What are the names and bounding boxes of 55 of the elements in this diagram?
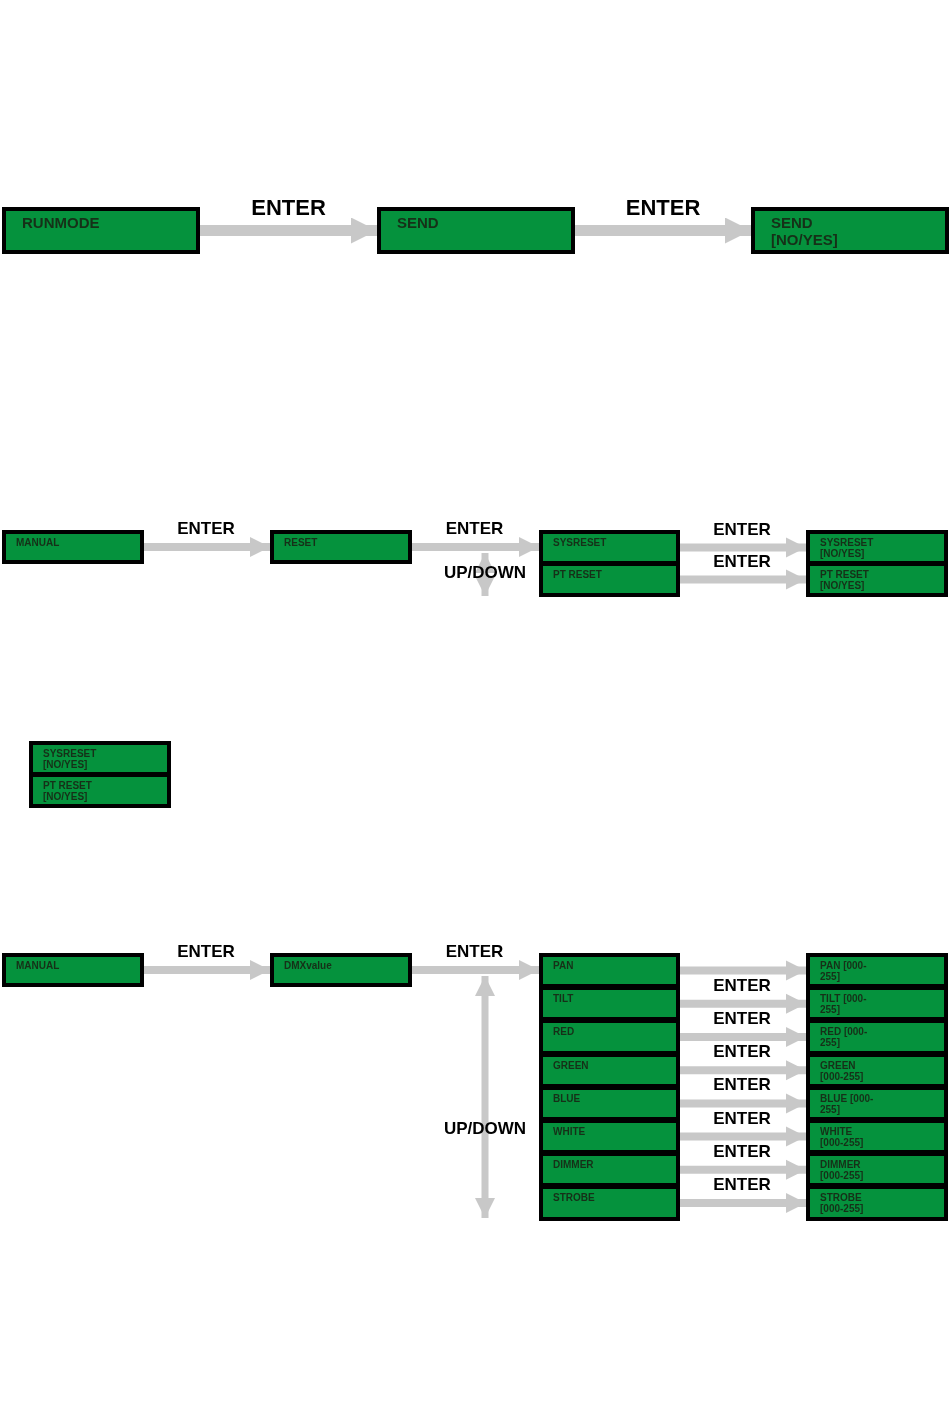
edge-label: ENTER bbox=[177, 519, 235, 539]
edge-label: ENTER bbox=[713, 1141, 771, 1162]
display-box: DMXvalue bbox=[270, 953, 412, 987]
arrow bbox=[144, 960, 270, 980]
arrow bbox=[575, 217, 751, 244]
display-box: WHITE [000-255] bbox=[806, 1119, 948, 1155]
arrow bbox=[412, 960, 539, 980]
display-box: PAN bbox=[539, 953, 680, 989]
edge-label: ENTER bbox=[251, 194, 326, 221]
arrow bbox=[144, 537, 270, 557]
arrow bbox=[680, 993, 806, 1014]
display-box: PT RESET bbox=[539, 562, 680, 597]
edge-label: ENTER bbox=[713, 975, 771, 996]
display-box: DIMMER bbox=[539, 1152, 680, 1188]
display-box: RED bbox=[539, 1019, 680, 1055]
edge-label: ENTER bbox=[445, 519, 504, 539]
display-box: MANUAL bbox=[2, 530, 144, 564]
display-box: SEND [NO/YES] bbox=[751, 207, 949, 254]
arrow bbox=[680, 1159, 806, 1180]
display-box: MANUAL bbox=[2, 953, 144, 987]
arrow bbox=[412, 537, 539, 557]
arrow bbox=[200, 217, 377, 244]
display-box: STROBE bbox=[539, 1185, 680, 1221]
display-box: PT RESET [NO/YES] bbox=[29, 773, 171, 808]
display-box: PT RESET [NO/YES] bbox=[806, 562, 948, 597]
display-box: RUNMODE bbox=[2, 207, 200, 254]
arrow bbox=[680, 569, 806, 590]
edge-label: ENTER bbox=[713, 519, 771, 540]
edge-label: ENTER bbox=[713, 1042, 771, 1063]
edge-label: ENTER bbox=[713, 1075, 771, 1096]
display-box: WHITE bbox=[539, 1119, 680, 1155]
arrow bbox=[680, 1060, 806, 1081]
display-box: SEND bbox=[377, 207, 575, 254]
edge-label: ENTER bbox=[713, 1009, 771, 1029]
edge-label: ENTER bbox=[713, 1108, 771, 1129]
display-box: STROBE [000-255] bbox=[806, 1185, 948, 1221]
arrow bbox=[680, 537, 806, 558]
edge-label: ENTER bbox=[625, 194, 701, 221]
direction-label: UP/DOWN bbox=[443, 1119, 527, 1139]
arrow bbox=[680, 1093, 806, 1114]
display-box: DIMMER [000-255] bbox=[806, 1152, 948, 1188]
arrow bbox=[680, 1193, 806, 1213]
display-box: TILT bbox=[539, 986, 680, 1022]
display-box: RED [000-255] bbox=[806, 1019, 948, 1055]
display-box: RESET bbox=[270, 530, 412, 564]
edge-label: ENTER bbox=[713, 551, 771, 572]
edge-label: ENTER bbox=[713, 1175, 771, 1195]
arrow bbox=[680, 1126, 806, 1147]
display-box: TILT [000-255] bbox=[806, 986, 948, 1022]
edge-label: ENTER bbox=[177, 942, 235, 962]
direction-label: UP/DOWN bbox=[443, 563, 527, 583]
arrow bbox=[680, 960, 806, 981]
edge-label: ENTER bbox=[445, 942, 504, 962]
arrow bbox=[680, 1027, 806, 1047]
display-box: PAN [000-255] bbox=[806, 953, 948, 989]
